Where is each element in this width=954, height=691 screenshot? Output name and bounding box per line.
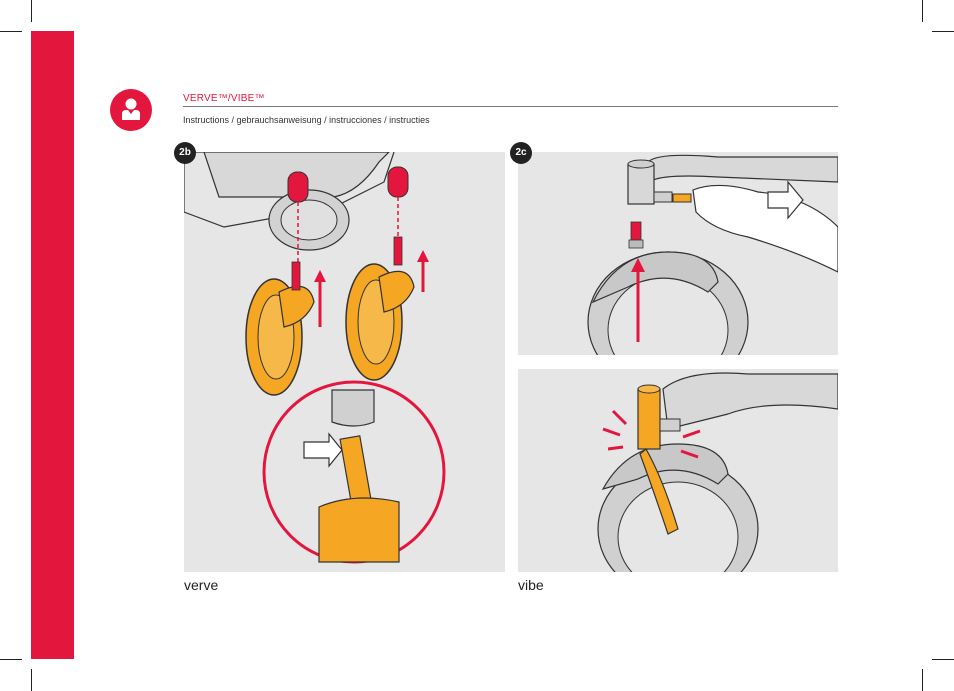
crop-mark	[31, 669, 32, 691]
crop-mark	[0, 31, 22, 32]
crop-mark	[31, 0, 32, 22]
step-badge-2b: 2b	[174, 142, 196, 164]
product-title: VERVE™/VIBE™	[183, 93, 265, 104]
illustration-vibe-installed	[518, 369, 838, 572]
crop-mark	[0, 659, 22, 660]
crop-mark	[932, 659, 954, 660]
crop-mark	[922, 0, 923, 22]
header-rule	[183, 106, 838, 107]
red-sidebar	[31, 31, 74, 659]
user-icon	[122, 98, 140, 120]
user-badge	[110, 89, 152, 131]
step-badge-2c: 2c	[510, 142, 532, 164]
illustration-verve	[184, 152, 505, 572]
caption-verve: verve	[184, 577, 219, 593]
crop-mark	[932, 31, 954, 32]
instructions-subtitle: Instructions / gebrauchsanweisung / inst…	[183, 115, 430, 125]
illustration-vibe-remove	[518, 152, 838, 355]
caption-vibe: vibe	[518, 577, 544, 593]
crop-mark	[922, 669, 923, 691]
